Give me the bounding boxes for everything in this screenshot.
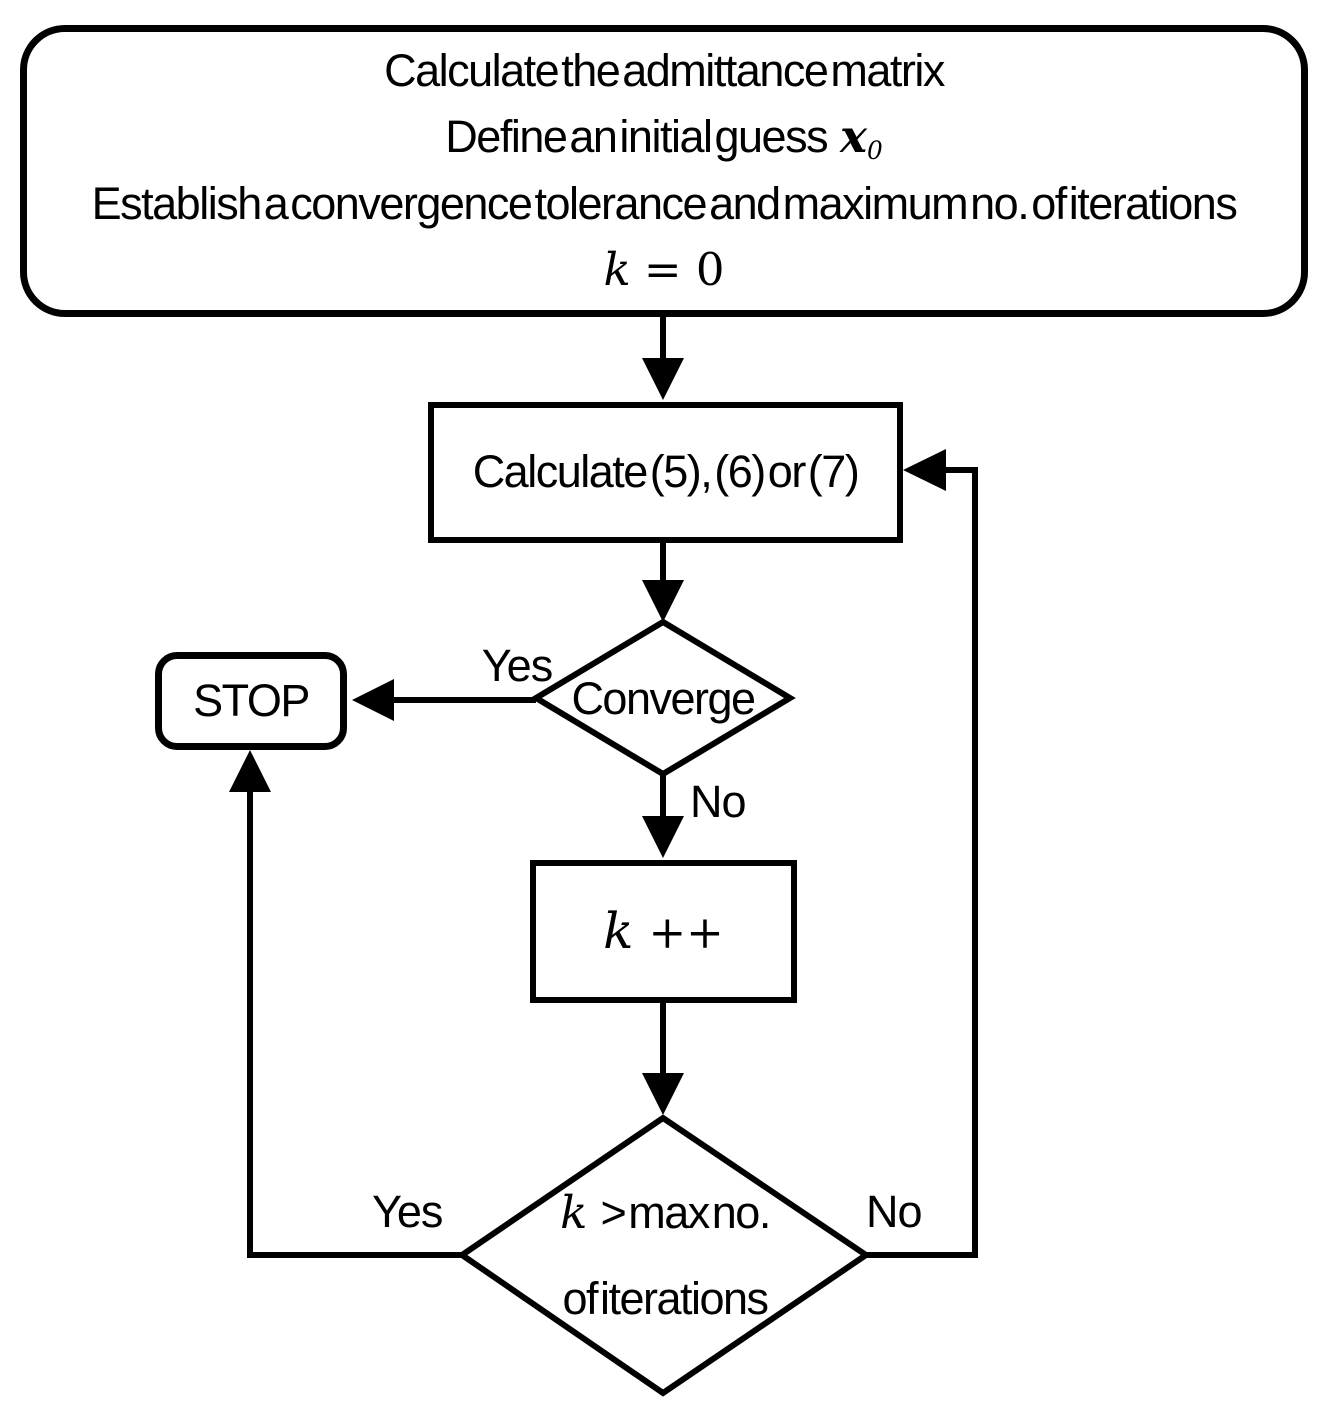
start-node: Calculate the admittance matrix Define a… — [20, 25, 1308, 317]
converge-yes-label: Yes — [481, 640, 553, 691]
converge-diamond-shape — [530, 618, 796, 778]
arrowhead-increment-to-iteration — [642, 1073, 684, 1115]
initial-guess-variable: x — [840, 109, 867, 163]
start-line-2-text: Define an initial guess — [445, 110, 828, 162]
start-line-4: k = 0 — [604, 243, 725, 298]
iteration-diamond-shape — [456, 1114, 872, 1397]
start-line-2: Define an initial guess x0 — [445, 110, 882, 166]
arrowhead-converge-no-to-increment — [642, 816, 684, 858]
calc-node-label: Calculate (5), (6) or (7) — [472, 446, 860, 498]
feedback-line-iteration-no-to-calc — [865, 467, 978, 1258]
start-line-3: Establish a convergence tolerance and ma… — [91, 178, 1238, 230]
iteration-yes-label: Yes — [372, 1186, 443, 1237]
calc-node: Calculate (5), (6) or (7) — [428, 402, 903, 543]
arrowhead-iteration-yes-to-stop — [229, 750, 271, 792]
stop-node: STOP — [155, 652, 347, 750]
iteration-no-label: No — [866, 1186, 923, 1237]
arrowhead-converge-yes-to-stop — [352, 679, 394, 721]
iteration-decision-condition: > max no. — [600, 1187, 771, 1238]
converge-no-label: No — [690, 776, 747, 827]
iteration-decision-line-1: k > max no. — [463, 1186, 867, 1241]
start-line-1: Calculate the admittance matrix — [384, 44, 945, 96]
increment-operator: ++ — [648, 906, 724, 959]
arrowhead-start-to-calc — [642, 358, 684, 400]
increment-node-label: k ++ — [603, 901, 724, 962]
iteration-decision-line-2: of iterations — [562, 1273, 769, 1324]
converge-decision-label: Converge — [571, 673, 756, 724]
feedback-line-iteration-yes-to-stop — [247, 792, 463, 1258]
stop-node-label: STOP — [193, 674, 310, 726]
iteration-decision-variable: k — [560, 1186, 588, 1239]
increment-variable: k — [603, 902, 634, 960]
iteration-counter-init-value: = 0 — [643, 243, 725, 297]
initial-guess-subscript: 0 — [866, 135, 883, 165]
increment-node: k ++ — [530, 860, 797, 1003]
iteration-counter-variable: k — [603, 243, 631, 297]
arrowhead-iteration-no-to-calc — [903, 449, 946, 491]
arrowhead-calc-to-converge — [642, 580, 684, 622]
